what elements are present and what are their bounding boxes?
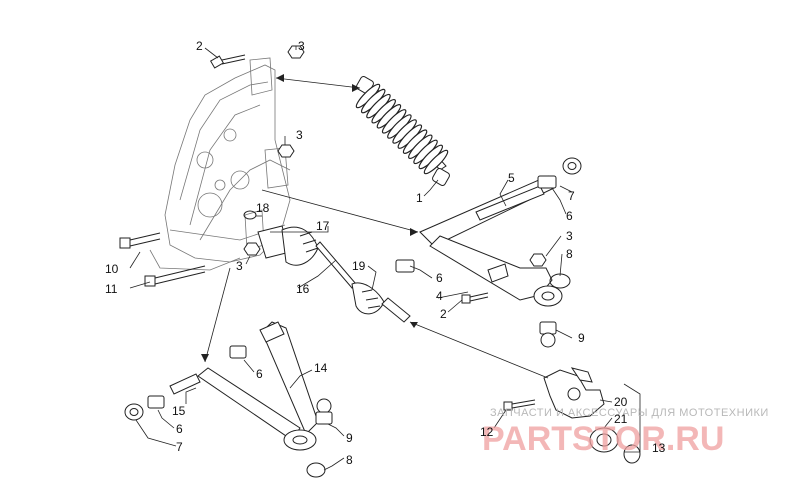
callout-3-upper-nut: 3	[298, 39, 305, 53]
nut-3-lower-left	[243, 242, 261, 256]
ball-joint-9-upper	[539, 321, 557, 348]
callout-1-shock: 1	[416, 191, 423, 205]
callout-6-lower-bushing-a: 6	[256, 367, 263, 381]
coil-spring	[355, 83, 449, 175]
bolt-2-lower	[461, 292, 489, 304]
seal-7-lower	[124, 403, 144, 421]
callout-3-mid-nut: 3	[296, 128, 303, 142]
callout-13: 15	[172, 404, 186, 418]
callout-3-right-nut: 3	[566, 229, 573, 243]
assembly-lines	[201, 74, 549, 379]
bushing-6-lower-a	[229, 345, 247, 359]
drive-axle	[257, 225, 411, 323]
bushing-6-mid	[395, 259, 415, 273]
callout-6-mid-bushing: 6	[436, 271, 443, 285]
callout-8-upper-ring: 8	[566, 247, 573, 261]
watermark: ЗАПЧАСТИ И АКСЕССУАРЫ ДЛЯ МОТОТЕХНИКИ PA…	[482, 407, 769, 458]
callout-18: 13	[652, 441, 666, 455]
callout-21: 12	[480, 425, 494, 439]
watermark-tagline: ЗАПЧАСТИ И АКСЕССУАРЫ ДЛЯ МОТОТЕХНИКИ	[490, 407, 769, 419]
snap-ring-18	[623, 444, 641, 464]
callout-9-lower-balljoint: 9	[346, 431, 353, 445]
spring-coil-turn	[423, 149, 449, 175]
callout-12: 14	[314, 361, 328, 375]
callout-3-lower-nut: 3	[236, 259, 243, 273]
callout-6-upper-bushing: 6	[566, 209, 573, 223]
sleeve-13	[169, 373, 201, 395]
callout-15: 17	[316, 219, 330, 233]
watermark-brand: PARTSTOR.RU	[482, 420, 724, 458]
nut-3-mid	[277, 144, 295, 158]
callout-4-upper-arm: 4	[436, 289, 443, 303]
lower-a-arm	[197, 321, 319, 451]
bolt-10	[119, 232, 161, 249]
bushing-6-upper	[537, 175, 557, 189]
upper-arm-pivot-shaft-5	[475, 185, 545, 221]
bolt-11	[144, 265, 206, 287]
nut-3-upper	[287, 45, 305, 59]
bolt-2-upper	[209, 54, 246, 69]
snap-ring-8-upper	[549, 273, 571, 289]
bushing-6-lower-b	[147, 395, 165, 409]
ball-joint-9-lower	[315, 398, 333, 425]
callout-7-lower-seal: 7	[176, 440, 183, 454]
steering-knuckle	[543, 367, 605, 419]
callout-8-lower-ring: 8	[346, 453, 353, 467]
snap-ring-16	[243, 210, 257, 220]
callout-16: 18	[256, 201, 270, 215]
nut-3-right	[529, 253, 547, 267]
callout-labels: 2 3 3 1 5 7 6 3 8 6 4 2 9 10 11 3 18 17 …	[105, 39, 666, 467]
chassis-frame	[149, 57, 291, 271]
bolt-21	[503, 399, 536, 411]
callout-5-shaft: 5	[508, 171, 515, 185]
callout-2-lower-bolt: 2	[440, 307, 447, 321]
shock-absorber	[355, 76, 450, 186]
callout-leaders	[129, 46, 641, 471]
snap-ring-8-lower	[306, 462, 326, 478]
callout-10: 10	[105, 262, 119, 276]
callout-17: 19	[352, 259, 366, 273]
callout-9-upper-balljoint: 9	[578, 331, 585, 345]
callout-2-upper-bolt: 2	[196, 39, 203, 53]
callout-6-lower-bushing-b: 6	[176, 422, 183, 436]
callout-11: 11	[105, 282, 118, 296]
seal-7-upper	[562, 157, 582, 175]
callout-7-upper-seal: 7	[568, 189, 575, 203]
callout-14: 16	[296, 282, 310, 296]
callout-20: 21	[614, 412, 628, 426]
callout-19: 20	[614, 395, 628, 409]
